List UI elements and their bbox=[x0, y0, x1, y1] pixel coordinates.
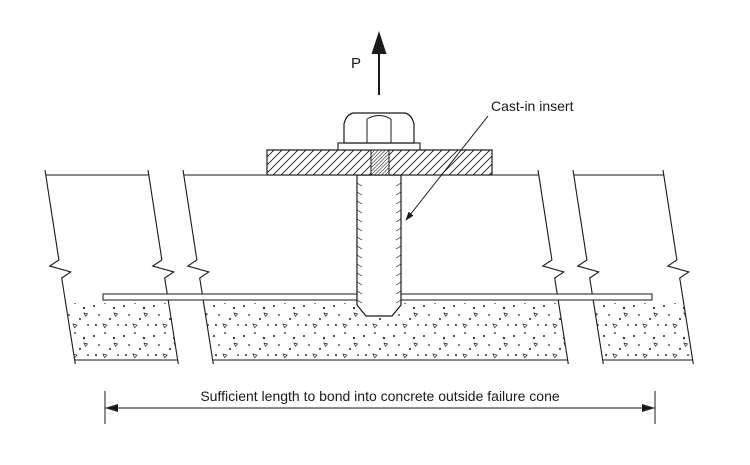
hex-nut-facet-lines bbox=[366, 119, 392, 143]
stipple-band-left bbox=[65, 303, 178, 358]
break-line bbox=[44, 169, 76, 365]
force-arrow: P bbox=[351, 31, 387, 95]
dimension: Sufficient length to bond into concrete … bbox=[104, 388, 656, 424]
dimension-arrow-right-icon bbox=[642, 404, 655, 412]
leader-line bbox=[405, 115, 489, 221]
break-line bbox=[182, 169, 214, 365]
hex-nut-crown-arc bbox=[366, 115, 392, 120]
insert-outline bbox=[356, 174, 402, 317]
threaded-rod-section bbox=[370, 149, 390, 176]
dimension-arrow-left-icon bbox=[105, 404, 118, 412]
force-label: P bbox=[351, 55, 361, 72]
stipple-band-middle bbox=[203, 303, 568, 358]
callout-label: Cast-in insert bbox=[491, 98, 574, 114]
hex-nut bbox=[343, 112, 415, 144]
up-arrow-icon bbox=[371, 31, 387, 54]
break-line bbox=[147, 169, 179, 365]
cast-in-insert-body bbox=[356, 174, 402, 317]
break-lines bbox=[44, 169, 694, 365]
fastener bbox=[337, 112, 421, 151]
break-line bbox=[537, 169, 569, 365]
stipple-band-right bbox=[593, 303, 693, 358]
insert-thread-marks-right bbox=[395, 182, 402, 304]
callout: Cast-in insert bbox=[405, 98, 574, 221]
insert-thread-marks-left bbox=[356, 182, 363, 304]
washer bbox=[337, 142, 421, 151]
break-line bbox=[572, 169, 604, 365]
dimension-label: Sufficient length to bond into concrete … bbox=[200, 388, 560, 404]
bearing-plate bbox=[266, 149, 493, 176]
break-line bbox=[662, 169, 694, 365]
concrete-stipple bbox=[65, 303, 693, 358]
